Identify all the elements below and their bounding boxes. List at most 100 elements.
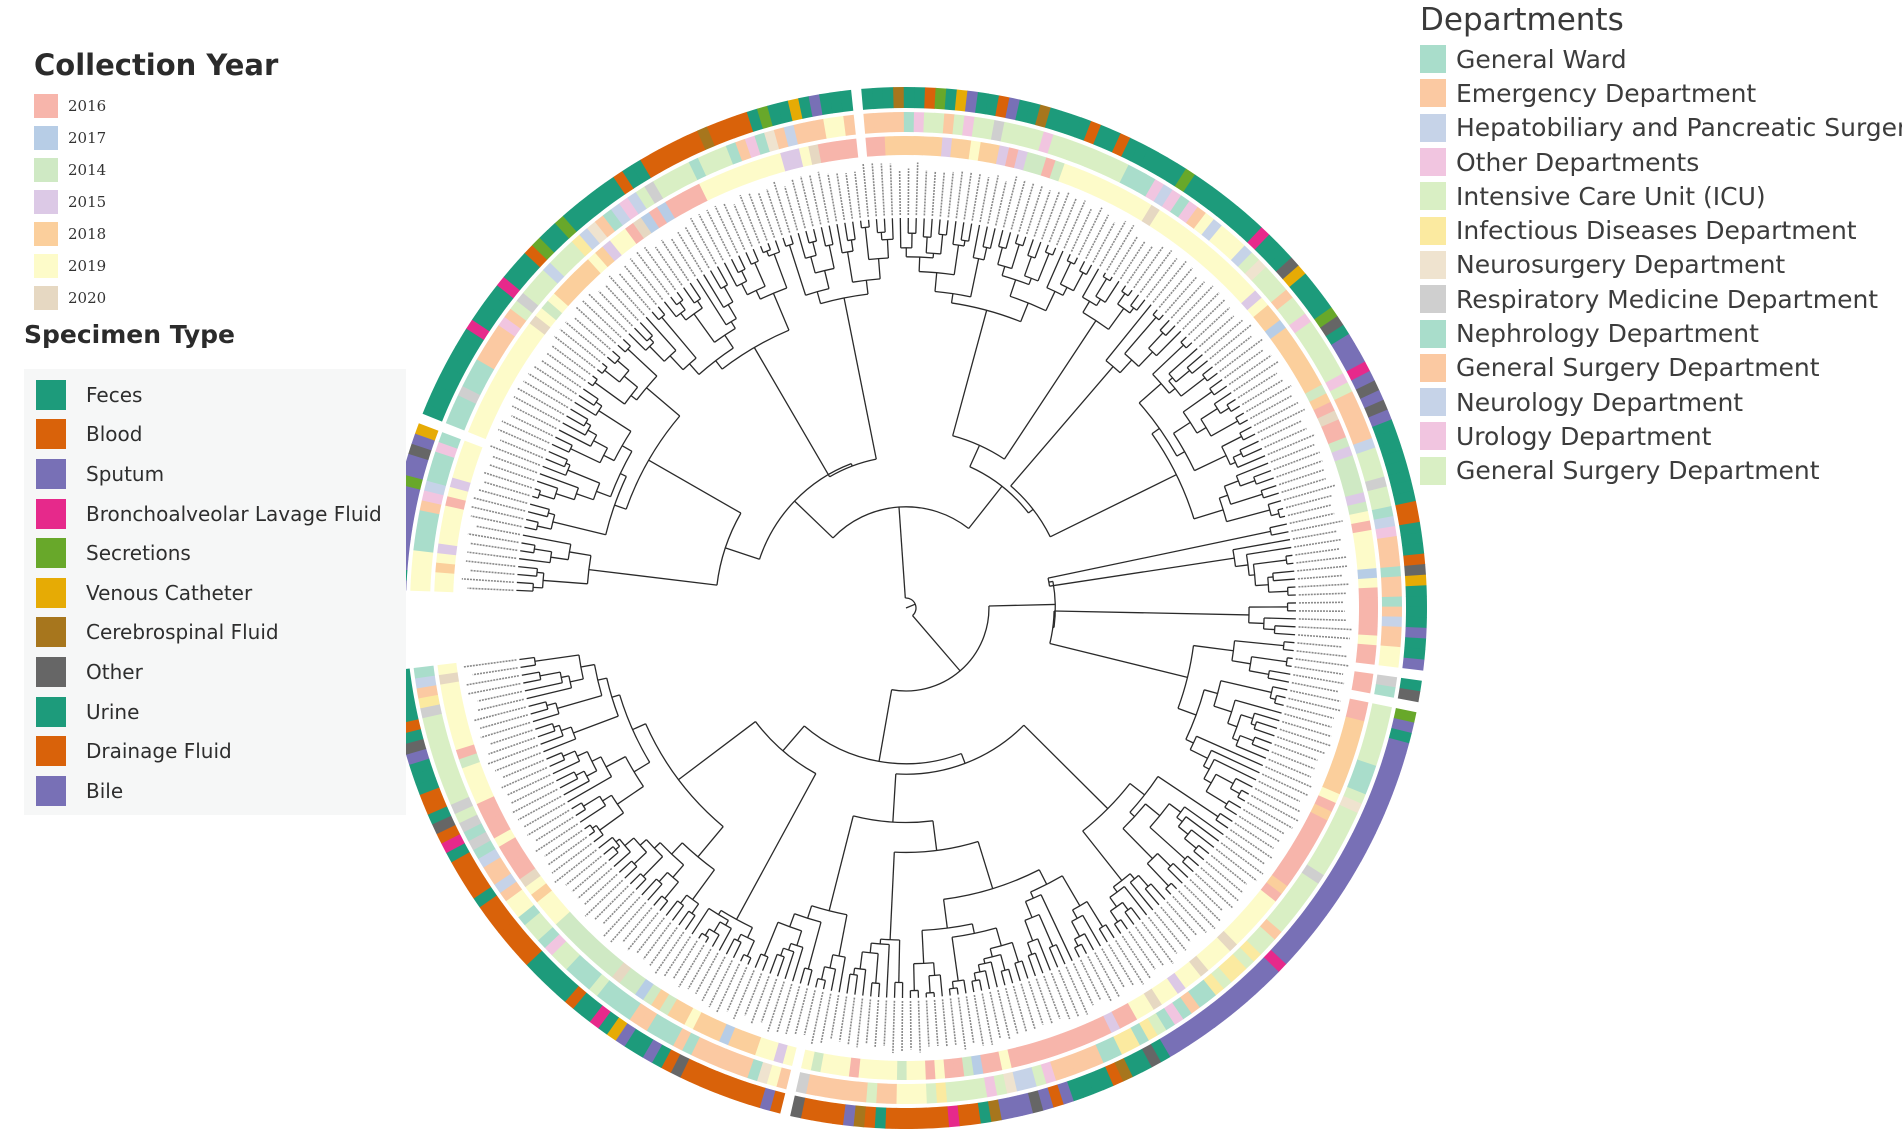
tree-branch [1109, 276, 1113, 282]
department-ring-segment [573, 961, 595, 984]
leaf-label [845, 172, 854, 219]
tree-node-arc [1028, 952, 1036, 957]
specimen-ring-segment [579, 195, 601, 219]
dept-legend-item: Infectious Diseases Department [1420, 213, 1902, 247]
specimen-legend-label: Cerebrospinal Fluid [86, 620, 279, 645]
specimen-ring-segment [1233, 978, 1256, 1002]
department-ring-segment [586, 221, 608, 244]
tree-node-arc [934, 290, 971, 298]
year-ring-segment [979, 1053, 993, 1074]
year-ring-segment [1094, 1015, 1112, 1038]
year-ring-segment [1007, 1047, 1022, 1069]
leaf-label [610, 901, 647, 943]
year-ring-segment [441, 514, 462, 528]
tree-node-arc [655, 878, 663, 885]
department-ring-segment [1223, 238, 1245, 261]
department-ring-segment [499, 881, 523, 902]
tree-branch [732, 942, 742, 959]
leaf-label [513, 395, 561, 423]
leaf-label [1200, 867, 1239, 902]
specimen-ring-segment [402, 463, 426, 480]
year-ring-segment [555, 911, 577, 932]
specimen-ring-segment [435, 374, 460, 394]
leaf-label [554, 849, 597, 884]
tree-branch [521, 542, 536, 546]
leaf-label [689, 217, 717, 265]
tree-branch [639, 322, 653, 337]
department-ring-segment [1237, 252, 1260, 274]
leaf-label [498, 428, 547, 452]
year-ring-segment [1181, 961, 1201, 983]
specimen-ring-segment [882, 87, 895, 109]
leaf-label [517, 795, 562, 821]
year-ring-segment [761, 155, 777, 177]
department-ring-segment [952, 114, 965, 136]
year-ring-segment [1228, 276, 1249, 297]
department-ring-segment [893, 112, 905, 133]
leaf-label [1228, 354, 1272, 386]
year-ring-segment [743, 161, 760, 183]
tree-branch [1027, 239, 1034, 256]
year-ring-segment [479, 396, 502, 414]
specimen-ring-segment [1074, 117, 1092, 141]
tree-branch [584, 824, 591, 830]
tree-branch [933, 962, 936, 976]
leaf-label [760, 978, 778, 1023]
tree-node-arc [567, 544, 572, 560]
tree-branch [1264, 617, 1296, 620]
leaf-label [1146, 257, 1178, 298]
specimen-ring-segment [1064, 113, 1082, 138]
specimen-ring-segment [1402, 657, 1425, 671]
tree-node-arc [1277, 509, 1281, 518]
year-ring-segment [922, 136, 934, 156]
tree-node-arc [1235, 475, 1241, 487]
year-ring-segment [673, 192, 692, 214]
tree-branch [1124, 316, 1157, 355]
department-ring-segment [542, 262, 565, 284]
year-ring-segment [875, 136, 886, 156]
tree-branch [1221, 435, 1242, 448]
leaf-label [1012, 985, 1028, 1032]
department-ring-segment [913, 112, 925, 133]
department-ring-segment [981, 118, 995, 140]
tree-branch [1193, 850, 1205, 861]
tree-node-arc [565, 464, 571, 476]
tree-node-arc [614, 357, 621, 364]
department-ring-segment [663, 1023, 683, 1046]
specimen-ring-segment [1404, 574, 1427, 587]
tree-branch [1200, 408, 1218, 420]
tree-branch [1129, 782, 1145, 796]
leaf-label [1237, 372, 1278, 399]
year-ring-segment [455, 744, 477, 760]
tree-branch [1080, 943, 1088, 955]
tree-branch [1150, 883, 1166, 901]
leaf-label [1243, 808, 1285, 835]
year-ring-segment [1051, 1033, 1068, 1055]
leaf-label [757, 193, 776, 238]
tree-branch [1255, 584, 1269, 587]
specimen-ring-segment [936, 1106, 950, 1129]
tree-branch [536, 480, 558, 489]
tree-branch [601, 362, 608, 368]
leaf-label [1254, 787, 1301, 813]
tree-node-arc [1060, 283, 1074, 292]
tree-branch [528, 701, 547, 707]
department-ring-segment [1056, 137, 1074, 160]
year-ring-segment [1324, 428, 1347, 445]
leaf-label [487, 744, 539, 765]
tree-branch [971, 981, 975, 993]
tree-node-arc [1213, 680, 1222, 707]
leaf-label [1267, 433, 1316, 456]
tree-node-arc [609, 451, 633, 497]
year-legend-swatch [34, 286, 58, 310]
department-ring-segment [620, 997, 641, 1020]
tree-branch [1246, 546, 1292, 556]
tree-branch [703, 274, 725, 308]
leaf-label [827, 173, 838, 222]
year-ring-segment [573, 265, 595, 287]
leaf-label [629, 258, 664, 300]
tree-branch [1157, 853, 1171, 867]
specimen-legend-item: Venous Catheter [36, 573, 396, 613]
leaf-label [470, 515, 522, 528]
tree-branch [569, 551, 592, 557]
